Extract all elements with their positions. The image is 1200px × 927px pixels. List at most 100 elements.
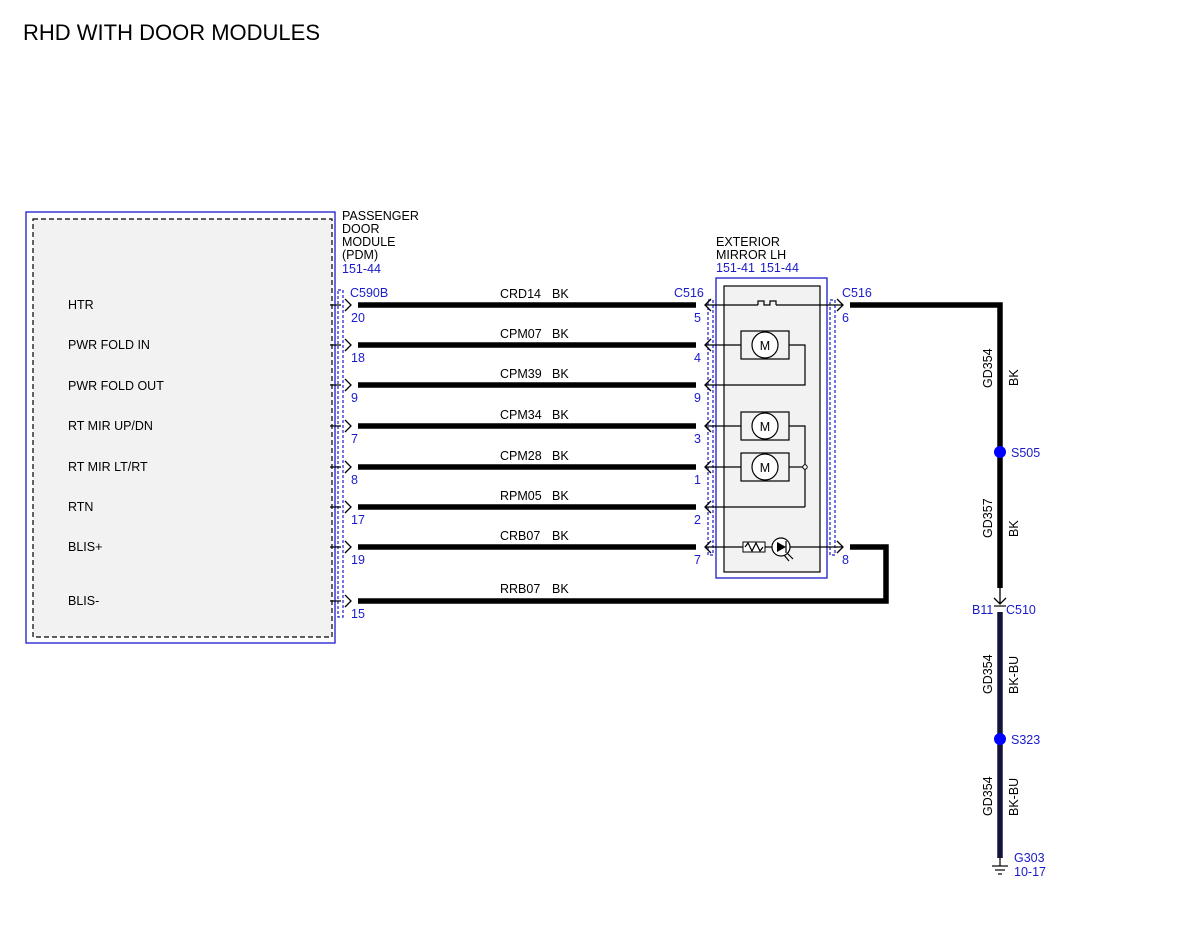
pdm-pin-number: 15 bbox=[351, 607, 365, 621]
mirror-right-pin-number: 8 bbox=[842, 553, 849, 567]
passenger-door-module: PASSENGER DOOR MODULE (PDM) 151-44 C590B… bbox=[25, 209, 419, 644]
mirror-pin-number: 4 bbox=[694, 351, 701, 365]
circuit-labels: CRD14 BK CPM07 BK CPM39 BK CPM34 BK CPM2… bbox=[500, 287, 569, 596]
pdm-dashed-border bbox=[32, 218, 333, 638]
splice-s505-label: S505 bbox=[1011, 446, 1040, 460]
splice-s505-dot bbox=[994, 446, 1006, 458]
ground-circuit-id: GD357 bbox=[981, 498, 995, 538]
pdm-pin-number: 20 bbox=[351, 311, 365, 325]
mirror-pin-number: 1 bbox=[694, 473, 701, 487]
ground-path-labels: GD354 BK GD357 BK GD354 BK-BU GD354 BK-B… bbox=[981, 348, 1021, 816]
motor-label: M bbox=[760, 339, 770, 353]
circuit-id: CRD14 bbox=[500, 287, 541, 301]
pdm-outline bbox=[25, 211, 336, 644]
ground-circuit-id: GD354 bbox=[981, 654, 995, 694]
pdm-name-line-4: (PDM) bbox=[342, 248, 378, 262]
motor-label: M bbox=[760, 461, 770, 475]
page-title: RHD WITH DOOR MODULES bbox=[23, 20, 320, 45]
mirror-pin-number: 9 bbox=[694, 391, 701, 405]
pdm-pin-label: RT MIR UP/DN bbox=[68, 419, 153, 433]
mirror-right-connector-arrows bbox=[820, 298, 844, 554]
motor-label: M bbox=[760, 420, 770, 434]
wire-color: BK bbox=[552, 582, 569, 596]
blis-indicator-icon bbox=[724, 537, 820, 562]
circuit-id: RRB07 bbox=[500, 582, 540, 596]
wire-harness bbox=[330, 298, 1007, 858]
pdm-pin-number: 7 bbox=[351, 432, 358, 446]
pdm-pin-label: PWR FOLD OUT bbox=[68, 379, 164, 393]
leftright-motor-icon: M bbox=[724, 452, 808, 508]
splice-s323-dot bbox=[994, 733, 1006, 745]
wire-color: BK bbox=[552, 489, 569, 503]
mirror-pin-number: 5 bbox=[694, 311, 701, 325]
pdm-pin-label: RTN bbox=[68, 500, 93, 514]
pdm-pin-numbers: 20 18 9 7 8 17 19 15 bbox=[351, 311, 365, 621]
mirror-ref-2: 151-44 bbox=[760, 261, 799, 275]
pdm-pin-label: BLIS- bbox=[68, 594, 99, 608]
pdm-pin-label: HTR bbox=[68, 298, 94, 312]
pdm-pin-label: PWR FOLD IN bbox=[68, 338, 150, 352]
wire-color: BK bbox=[552, 529, 569, 543]
mirror-left-connector-label: C516 bbox=[674, 286, 704, 300]
mirror-pin-numbers: 5 4 9 3 1 2 7 6 8 bbox=[694, 311, 849, 567]
wire-color: BK bbox=[552, 449, 569, 463]
circuit-id: CPM28 bbox=[500, 449, 542, 463]
c510-pin-label: B11 bbox=[972, 603, 993, 617]
pdm-connector-arrows bbox=[330, 298, 352, 608]
circuit-id: CRB07 bbox=[500, 529, 540, 543]
pdm-connector-label: C590B bbox=[350, 286, 388, 300]
pdm-pin-number: 19 bbox=[351, 553, 365, 567]
pdm-pin-label: RT MIR LT/RT bbox=[68, 460, 148, 474]
pdm-connector-strip bbox=[337, 289, 344, 618]
mirror-left-connector-arrows bbox=[704, 298, 724, 554]
pdm-name-line-1: PASSENGER bbox=[342, 209, 419, 223]
mirror-right-connector-label: C516 bbox=[842, 286, 872, 300]
pdm-pin-number: 9 bbox=[351, 391, 358, 405]
mirror-pin-number: 2 bbox=[694, 513, 701, 527]
pdm-pin-label: BLIS+ bbox=[68, 540, 102, 554]
ground-wire-color: BK bbox=[1007, 520, 1021, 537]
ground-icon bbox=[992, 858, 1008, 875]
mirror-pin-number: 3 bbox=[694, 432, 701, 446]
pdm-name-line-2: DOOR bbox=[342, 222, 380, 236]
circuit-id: CPM34 bbox=[500, 408, 542, 422]
c510-connector-arrow bbox=[993, 588, 1007, 605]
circuit-id: RPM05 bbox=[500, 489, 542, 503]
mirror-name-line-1: EXTERIOR bbox=[716, 235, 780, 249]
mirror-outline bbox=[715, 277, 828, 579]
circuit-id: CPM39 bbox=[500, 367, 542, 381]
ground-components: S505 S323 B11 C510 G303 10-17 bbox=[972, 446, 1046, 879]
pdm-name-line-3: MODULE bbox=[342, 235, 395, 249]
heater-element-icon bbox=[724, 300, 820, 306]
exterior-mirror-lh: EXTERIOR MIRROR LH 151-41 151-44 C516 C5… bbox=[674, 235, 872, 579]
ground-ref: 10-17 bbox=[1014, 865, 1046, 879]
wire-color: BK bbox=[552, 367, 569, 381]
ground-circuit-id: GD354 bbox=[981, 776, 995, 816]
pdm-pin-number: 17 bbox=[351, 513, 365, 527]
ground-circuit-id: GD354 bbox=[981, 348, 995, 388]
ground-wire-color: BK bbox=[1007, 369, 1021, 386]
fold-motor-icon: M bbox=[724, 330, 806, 386]
pdm-ref: 151-44 bbox=[342, 262, 381, 276]
mirror-left-connector-strip bbox=[707, 299, 714, 556]
pdm-pin-number: 8 bbox=[351, 473, 358, 487]
circuit-id: CPM07 bbox=[500, 327, 542, 341]
pdm-body bbox=[33, 219, 332, 637]
ground-label: G303 bbox=[1014, 851, 1045, 865]
updown-motor-icon: M bbox=[724, 411, 806, 507]
mirror-right-connector-strip bbox=[829, 299, 836, 556]
mirror-right-pin-number: 6 bbox=[842, 311, 849, 325]
pdm-pin-number: 18 bbox=[351, 351, 365, 365]
wire-rrb07 bbox=[358, 544, 889, 604]
c510-connector-label: C510 bbox=[1006, 603, 1036, 617]
splice-s323-label: S323 bbox=[1011, 733, 1040, 747]
wire-color: BK bbox=[552, 327, 569, 341]
mirror-ref-1: 151-41 bbox=[716, 261, 755, 275]
ground-wire-color: BK-BU bbox=[1007, 656, 1021, 694]
mirror-name-line-2: MIRROR LH bbox=[716, 248, 786, 262]
wire-color: BK bbox=[552, 287, 569, 301]
wire-gd354-gd357 bbox=[850, 302, 1003, 588]
ground-wire-color: BK-BU bbox=[1007, 778, 1021, 816]
mirror-pin-number: 7 bbox=[694, 553, 701, 567]
